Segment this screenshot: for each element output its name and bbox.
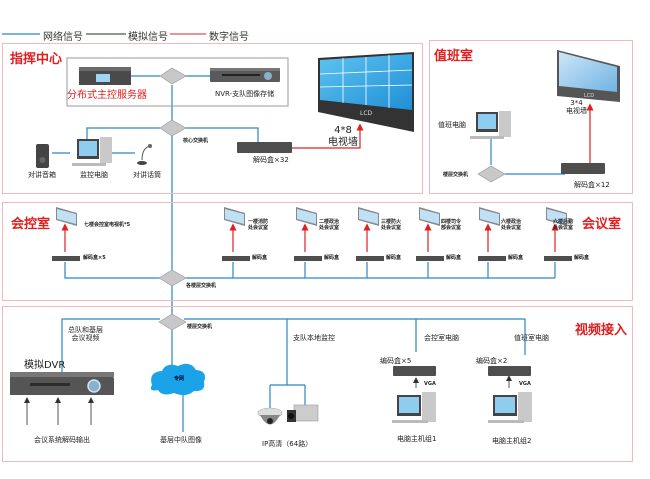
- decoder-icons: [52, 142, 605, 376]
- video-switch-label: 楼层交换机: [187, 324, 213, 330]
- encoder-2-label: 编码盒×2: [476, 357, 508, 365]
- digital-arrows: [61, 103, 594, 252]
- network-links: [52, 75, 565, 432]
- decoder-12-label: 解码盒×12: [574, 181, 610, 189]
- lcd-wall-3x4-icon: LCD: [557, 50, 620, 102]
- meeting-room-2-decoder: 解码盒: [324, 255, 340, 261]
- switch-icons: [158, 67, 506, 331]
- control-display-label: 七楼会控室电视机*5: [84, 222, 131, 228]
- server-icon: [79, 67, 131, 85]
- dvr-icon: [10, 372, 114, 395]
- duty-pc-icon: [470, 111, 511, 139]
- meeting-room-1-decoder: 解码盒: [252, 255, 268, 261]
- zone-duty-room: [429, 40, 633, 194]
- mic-label: 对讲话筒: [133, 171, 161, 179]
- microphone-icon: [137, 144, 152, 165]
- svg-text:LCD: LCD: [584, 93, 594, 99]
- grassroots-label: 基层中队图像: [160, 436, 202, 444]
- tv-wall-4x8-label: 4*8 电视墙: [328, 125, 358, 148]
- private-network-cloud-icon: [150, 363, 205, 396]
- server-label: 分布式主控服务器: [67, 90, 147, 101]
- speaker-label: 对讲音箱: [28, 171, 56, 179]
- meeting-room-1-label: 一楼消防 处会议室: [248, 219, 269, 231]
- vga2-label: VGA: [519, 381, 531, 387]
- control-room-title: 会控室: [11, 217, 51, 232]
- meeting-room-4-decoder: 解码盒: [446, 255, 462, 261]
- legend-analog-label: 模拟信号: [128, 32, 168, 43]
- meeting-room-4-label: 四楼司令 部会议室: [441, 219, 462, 231]
- duty-room-pc-label: 值班室电脑: [514, 334, 549, 342]
- lcd-wall-4x8-icon: LCD: [318, 52, 414, 132]
- meeting-room-3-decoder: 解码盒: [386, 255, 402, 261]
- host1-pc-icon: [392, 392, 436, 423]
- host1-label: 电脑主机组1: [397, 435, 437, 443]
- meeting-room-6-decoder: 解码盒: [574, 255, 590, 261]
- duty-pc-label: 值班电脑: [438, 121, 466, 129]
- legend-network-label: 网络信号: [43, 32, 83, 43]
- zone-command-center: [2, 43, 423, 194]
- legend-digital-label: 数字信号: [209, 32, 249, 43]
- video-access-title: 视频接入: [575, 323, 628, 338]
- meeting-rooms-title: 会议室: [582, 217, 622, 232]
- floor-switches-label: 各楼层交换机: [186, 283, 217, 289]
- floor-switch-label: 楼层交换机: [443, 172, 469, 178]
- tv-wall-3x4-label: 3*4 电视墙: [566, 99, 587, 116]
- lcd-label: LCD: [360, 110, 373, 117]
- dvr-input-label: 会议系统解码输出: [34, 436, 90, 444]
- speaker-icon: [36, 144, 49, 168]
- meeting-display-icons: [56, 207, 567, 226]
- control-pc-label: 会控室电脑: [424, 334, 459, 342]
- nvr-label: NVR-支队图像存储: [215, 90, 275, 98]
- control-decoder-label: 解码盒×5: [83, 255, 106, 261]
- meeting-room-5-label: 六楼政治 处会议室: [501, 219, 522, 231]
- cloud-label: 专网: [174, 376, 185, 382]
- dome-camera-icon: [257, 407, 283, 425]
- analog-arrows: [24, 375, 512, 425]
- command-center-title: 指挥中心: [10, 52, 63, 67]
- hq-video-label: 总队和基层 会议视频: [68, 326, 103, 343]
- box-camera-icon: [287, 404, 319, 422]
- meeting-room-6-label: 六楼后勤 处会议室: [553, 219, 574, 231]
- dvr-label: 模拟DVR: [24, 360, 66, 371]
- meeting-room-3-label: 三楼防火 处会议室: [381, 219, 402, 231]
- meeting-room-5-decoder: 解码盒: [508, 255, 524, 261]
- nvr-icon: [210, 68, 280, 82]
- vga1-label: VGA: [424, 381, 436, 387]
- monitor-pc-label: 监控电脑: [80, 171, 108, 179]
- ip-cam-label: IP高清（64路）: [262, 440, 313, 448]
- encoder-5-label: 编码盒×5: [380, 357, 412, 365]
- local-monitor-label: 支队本地监控: [293, 334, 335, 342]
- core-switch-label: 核心交换机: [183, 138, 209, 144]
- meeting-room-2-label: 二楼政治 处会议室: [319, 219, 340, 231]
- zone-meeting: [2, 202, 633, 301]
- monitor-pc-icon: [72, 137, 112, 166]
- host2-label: 电脑主机组2: [492, 437, 532, 445]
- server-group-box: [66, 57, 289, 107]
- pc-icons: [72, 111, 532, 423]
- zone-video-access: [2, 306, 633, 462]
- host2-pc-icon: [488, 392, 532, 423]
- decoder-32-label: 解码盒×32: [253, 156, 289, 164]
- duty-room-title: 值班室: [434, 49, 474, 64]
